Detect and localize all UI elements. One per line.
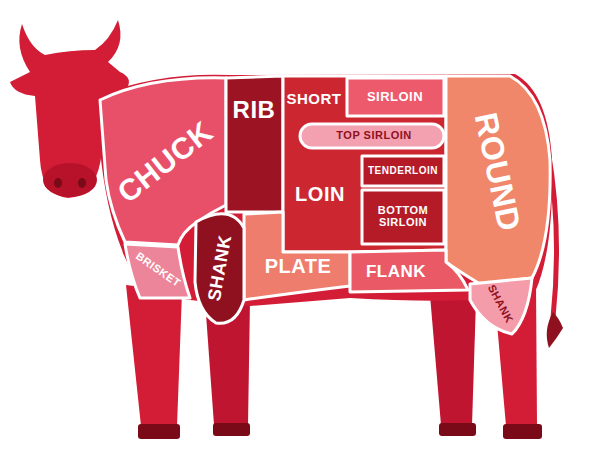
hoof [138,424,180,439]
cut-label: TENDERLOIN [368,166,438,177]
cut-label: BRISKET [133,250,182,289]
flank-region [350,250,468,292]
round-region [446,76,550,284]
chuck-cut: CHUCK [100,76,226,246]
shank-region [195,214,244,324]
short-loin-cut: SHORT LOIN SIRLOIN TOP SIRLOIN TENDERLOIN BOT… [283,76,446,252]
cut-label: TOP SIRLOIN [336,130,411,142]
cut-label: RIB [233,97,276,122]
cow-body [100,74,552,306]
plate-region [244,212,350,300]
nostril [78,178,86,188]
cut-label: PLATE [265,256,332,277]
cut-label: SHANK [485,283,515,325]
shank-cut: SHANK [470,278,532,334]
cut-label: ROUND [468,110,526,234]
cut-label: BOTTOM SIRLOIN [368,205,438,228]
rib-cut: RIB [226,76,283,212]
top-sirloin-region [300,124,444,148]
shank-cut: SHANK [195,205,245,325]
hoof [213,423,250,436]
bottom-sirloin-region [362,190,444,244]
sirloin-region [347,78,444,116]
nostril [54,178,62,188]
round-cut: ROUND [446,76,552,284]
top-sirloin-cut: TOP SIRLOIN [300,124,444,148]
tenderloin-cut: TENDERLOIN [362,156,444,186]
hoof [503,424,542,439]
cut-label: SHORT [287,91,342,107]
sirloin-cut: SIRLOIN [347,78,444,116]
plate-cut: PLATE [244,212,350,300]
short-loin-region [283,76,446,252]
tenderloin-region [362,156,444,186]
brisket-region [125,244,190,298]
cut-label: CHUCK [112,115,219,208]
shank-region [470,278,532,334]
rib-region [226,76,283,212]
hoof [439,423,476,436]
cut-label: LOIN [295,184,345,205]
leg [430,295,476,425]
flank-cut: FLANK [350,250,446,292]
cut-label: SIRLOIN [367,90,423,104]
cut-label: FLANK [366,263,426,281]
bottom-sirloin-cut: BOTTOM SIRLOIN [362,190,444,244]
brisket-cut: BRISKET [125,244,190,298]
leg [126,285,182,426]
cow-nose [43,163,97,197]
tail-tuft [547,312,563,348]
cut-label: SHANK [205,234,235,303]
